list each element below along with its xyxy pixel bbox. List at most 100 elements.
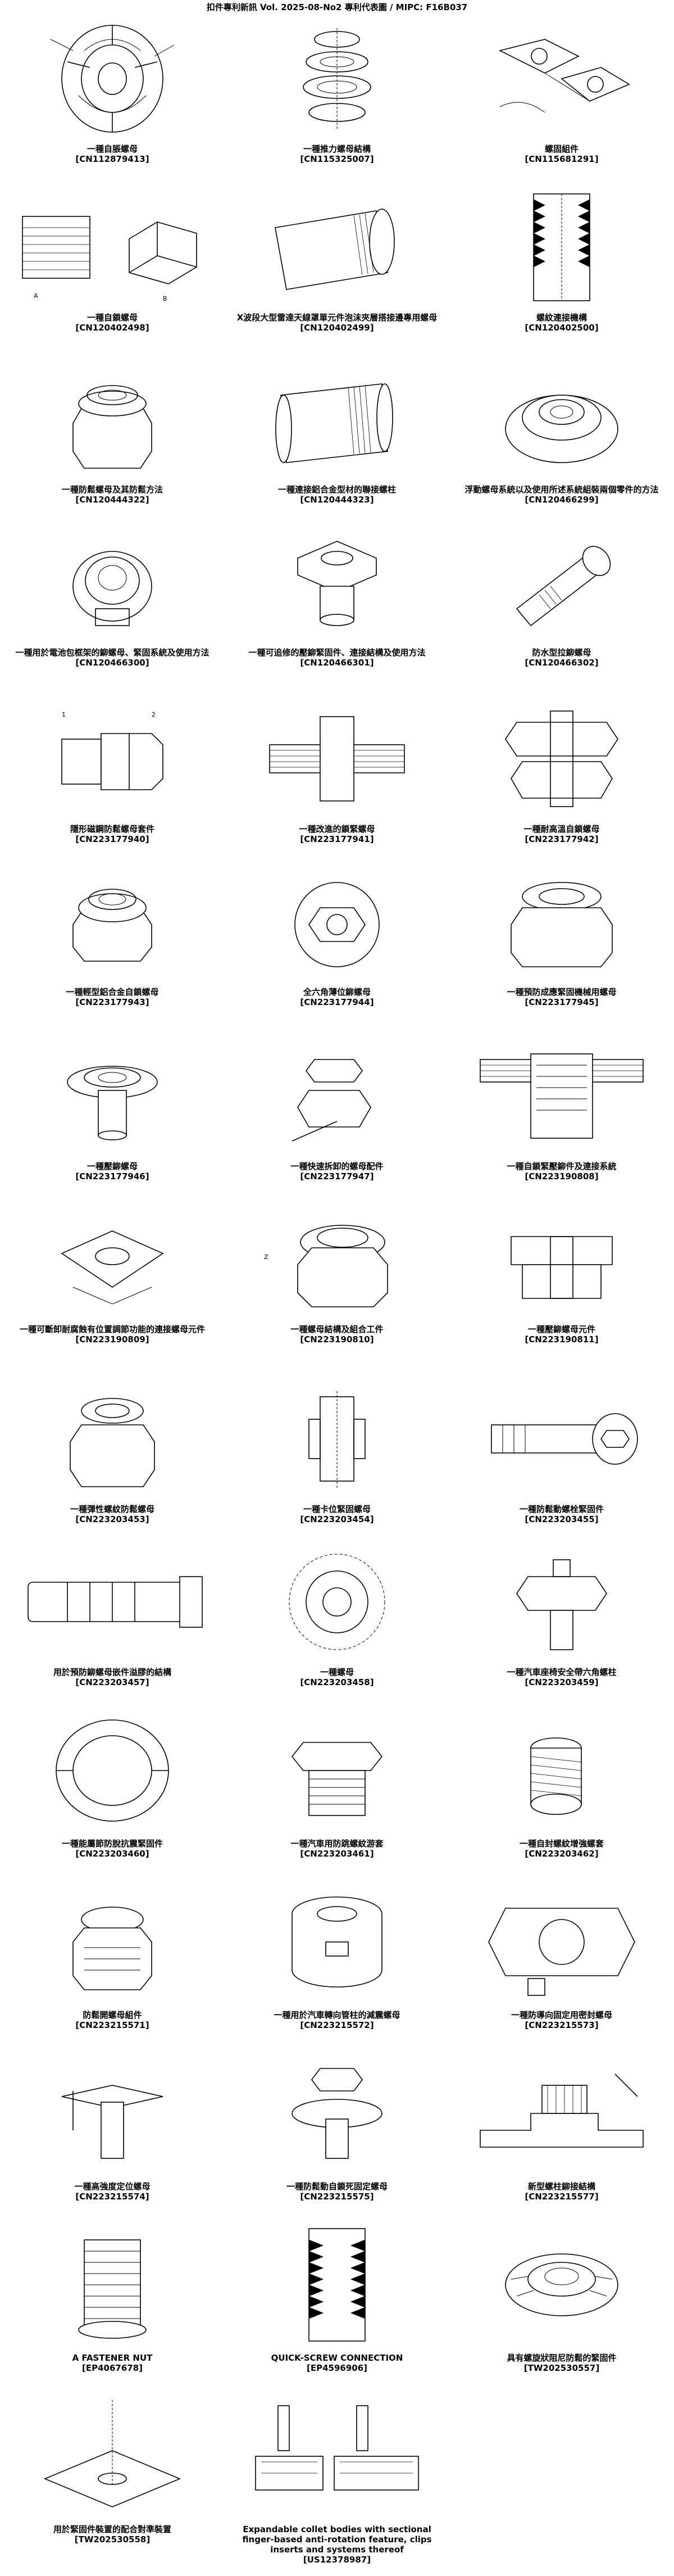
patent-title: 一種防鬆螺母及其防鬆方法: [62, 485, 163, 495]
patent-number[interactable]: [CN223203455]: [525, 1514, 598, 1524]
patent-number[interactable]: [CN223203457]: [75, 1677, 149, 1687]
patent-card[interactable]: Expandable collet bodies with sectional …: [225, 2391, 449, 2576]
patent-number[interactable]: [CN223190811]: [525, 1334, 598, 1344]
patent-number[interactable]: [CN115681291]: [525, 154, 598, 164]
patent-number[interactable]: [CN120402500]: [525, 323, 598, 333]
patent-title: 一種推力螺母結構: [303, 144, 371, 154]
patent-card[interactable]: 一種自封螺紋增強螺套 [CN223203462]: [449, 1705, 674, 1876]
patent-card[interactable]: 一種壓鉚螺母元件 [CN223190811]: [449, 1202, 674, 1376]
patent-card[interactable]: 一種快速拆卸的螺母配件 [CN223177947]: [225, 1033, 449, 1202]
patent-number[interactable]: [CN120444323]: [300, 495, 374, 505]
patent-title: 螺紋連接機構: [536, 313, 587, 323]
patent-card[interactable]: 一種防鬆螺母及其防鬆方法 [CN120444322]: [0, 359, 225, 522]
patent-number[interactable]: [CN115325007]: [300, 154, 374, 164]
patent-card[interactable]: 一種汽車座椅安全帶六角螺柱 [CN223203459]: [449, 1539, 674, 1705]
stud-riveting-drawing: [452, 2048, 671, 2179]
patent-number[interactable]: [CN223203459]: [525, 1677, 598, 1687]
patent-number[interactable]: [CN223215575]: [300, 2192, 374, 2202]
patent-card[interactable]: 一種用於電池包框架的鉚螺母、緊固系統及使用方法 [CN120466300]: [0, 522, 225, 696]
patent-card[interactable]: 一種壓鉚螺母 [CN223177946]: [0, 1033, 225, 1202]
patent-card[interactable]: 一種防鬆動自鎖死固定螺母 [CN223215575]: [225, 2048, 449, 2219]
high-temperature-lock-nut-drawing: [452, 696, 671, 822]
patent-number[interactable]: [CN223203454]: [300, 1514, 374, 1524]
patent-number[interactable]: [TW202530558]: [75, 2534, 150, 2545]
patent-card[interactable]: X波段大型雷達天線罩單元件泡沫夾層搭接邊專用螺母 [CN120402499]: [225, 184, 449, 359]
patent-card[interactable]: A FASTENER NUT [EP4067678]: [0, 2219, 225, 2391]
patent-card[interactable]: 浮動螺母系統以及使用所述系統組裝兩個零件的方法 [CN120466299]: [449, 359, 674, 522]
patent-card[interactable]: 一種可追修的壓鉚緊固件、連接結構及使用方法 [CN120466301]: [225, 522, 449, 696]
patent-card[interactable]: 一種用於汽車轉向管柱的減震螺母 [CN223215572]: [225, 1876, 449, 2048]
patent-card[interactable]: 一種螺母 [CN223203458]: [225, 1539, 449, 1705]
patent-number[interactable]: [CN112879413]: [75, 154, 149, 164]
patent-card[interactable]: 新型螺柱鉚接結構 [CN223215577]: [449, 2048, 674, 2219]
patent-number[interactable]: [US12378987]: [303, 2555, 371, 2565]
patent-number[interactable]: [CN223177941]: [300, 834, 374, 844]
patent-number[interactable]: [TW202530557]: [524, 2363, 599, 2373]
patent-card[interactable]: 一種自脹螺母 [CN112879413]: [0, 16, 225, 184]
patent-number[interactable]: [CN120402498]: [75, 323, 149, 333]
patent-number[interactable]: [CN223203460]: [75, 1849, 149, 1859]
patent-number[interactable]: [CN223177943]: [75, 997, 149, 1007]
patent-number[interactable]: [CN223215574]: [75, 2192, 149, 2202]
patent-number[interactable]: [CN120466302]: [525, 658, 598, 668]
patent-card[interactable]: 用於預防鉚螺母嵌件溢膠的結構 [CN223203457]: [0, 1539, 225, 1705]
patent-number[interactable]: [EP4067678]: [82, 2363, 143, 2373]
patent-row: 一種防鬆螺母及其防鬆方法 [CN120444322] 一種連接鋁合金型材的聯接螺…: [0, 359, 674, 522]
patent-number[interactable]: [CN223177945]: [525, 997, 598, 1007]
patent-number[interactable]: [CN223203462]: [525, 1849, 598, 1859]
patent-number[interactable]: [CN223215573]: [525, 2020, 598, 2030]
patent-number[interactable]: [CN223215572]: [300, 2020, 374, 2030]
nut-top-view-drawing: [227, 1539, 447, 1665]
patent-card[interactable]: 防水型拉鉚螺母 [CN120466302]: [449, 522, 674, 696]
patent-number[interactable]: [CN120444322]: [75, 495, 149, 505]
patent-number[interactable]: [CN223177947]: [300, 1171, 374, 1181]
patent-number[interactable]: [CN223203458]: [300, 1677, 374, 1687]
patent-row: AB 一種自鎖螺母 [CN120402498] X波段大型雷達天線罩單元件泡沫夾…: [0, 184, 674, 359]
patent-number[interactable]: [CN223190809]: [75, 1334, 149, 1344]
patent-card[interactable]: 一種輕型鋁合金自鎖螺母 [CN223177943]: [0, 859, 225, 1033]
patent-card[interactable]: 一種預防成應緊固機械用螺母 [CN223177945]: [449, 859, 674, 1033]
patent-card[interactable]: 全六角薄位鉚螺母 [CN223177944]: [225, 859, 449, 1033]
patent-card[interactable]: 一種耐高溫自鎖螺母 [CN223177942]: [449, 696, 674, 859]
patent-card[interactable]: 一種自鎖緊壓鉚件及連接系統 [CN223190808]: [449, 1033, 674, 1202]
patent-card[interactable]: 一種可斷卸耐腐蝕有位置調節功能的連接螺母元件 [CN223190809]: [0, 1202, 225, 1376]
patent-card[interactable]: 一種防導向固定用密封螺母 [CN223215573]: [449, 1876, 674, 2048]
patent-title: 一種自脹螺母: [87, 144, 138, 154]
patent-card[interactable]: Z 一種螺母結構及組合工件 [CN223190810]: [225, 1202, 449, 1376]
patent-number[interactable]: [CN223177940]: [75, 834, 149, 844]
patent-title: 一種輕型鋁合金自鎖螺母: [66, 987, 158, 997]
patent-number[interactable]: [CN223215571]: [75, 2020, 149, 2030]
patent-card[interactable]: 具有螺旋狀阻尼防鬆的緊固件 [TW202530557]: [449, 2219, 674, 2391]
patent-card[interactable]: QUICK-SCREW CONNECTION [EP4596906]: [225, 2219, 449, 2391]
patent-number[interactable]: [CN223177942]: [525, 834, 598, 844]
patent-number[interactable]: [EP4596906]: [307, 2363, 367, 2373]
patent-number[interactable]: [CN120466299]: [525, 495, 598, 505]
patent-card[interactable]: 一種高強度定位螺母 [CN223215574]: [0, 2048, 225, 2219]
patent-card[interactable]: 12 隱形磁鋼防鬆螺母套件 [CN223177940]: [0, 696, 225, 859]
patent-card[interactable]: 一種卡位緊固螺母 [CN223203454]: [225, 1376, 449, 1539]
patent-number[interactable]: [CN120402499]: [300, 323, 374, 333]
patent-number[interactable]: [CN223190810]: [300, 1334, 374, 1344]
patent-card[interactable]: 螺固組件 [CN115681291]: [449, 16, 674, 184]
patent-card[interactable]: 一種防鬆動螺栓緊固件 [CN223203455]: [449, 1376, 674, 1539]
patent-card[interactable]: 一種能屬節防脫抗震緊固件 [CN223203460]: [0, 1705, 225, 1876]
patent-number[interactable]: [CN223177944]: [300, 997, 374, 1007]
seatbelt-hex-stud-drawing: [452, 1539, 671, 1665]
patent-card[interactable]: AB 一種自鎖螺母 [CN120402498]: [0, 184, 225, 359]
patent-title: QUICK-SCREW CONNECTION: [271, 2353, 403, 2363]
patent-number[interactable]: [CN223190808]: [525, 1171, 598, 1181]
patent-card[interactable]: 防鬆開螺母組件 [CN223215571]: [0, 1876, 225, 2048]
patent-number[interactable]: [CN223177946]: [75, 1171, 149, 1181]
patent-card[interactable]: 一種汽車用防跳螺紋游套 [CN223203461]: [225, 1705, 449, 1876]
patent-card[interactable]: 用於緊固件裝置的配合對準裝置 [TW202530558]: [0, 2391, 225, 2576]
patent-number[interactable]: [CN223215577]: [525, 2192, 598, 2202]
patent-card[interactable]: 一種彈性螺紋防鬆螺母 [CN223203453]: [0, 1376, 225, 1539]
patent-card[interactable]: 一種連接鋁合金型材的聯接螺柱 [CN120444323]: [225, 359, 449, 522]
patent-number[interactable]: [CN223203453]: [75, 1514, 149, 1524]
patent-card[interactable]: 一種改進的鎖緊螺母 [CN223177941]: [225, 696, 449, 859]
patent-number[interactable]: [CN120466301]: [300, 658, 374, 668]
patent-number[interactable]: [CN223203461]: [300, 1849, 374, 1859]
patent-card[interactable]: 一種推力螺母結構 [CN115325007]: [225, 16, 449, 184]
patent-number[interactable]: [CN120466300]: [75, 658, 149, 668]
patent-card[interactable]: 螺紋連接機構 [CN120402500]: [449, 184, 674, 359]
